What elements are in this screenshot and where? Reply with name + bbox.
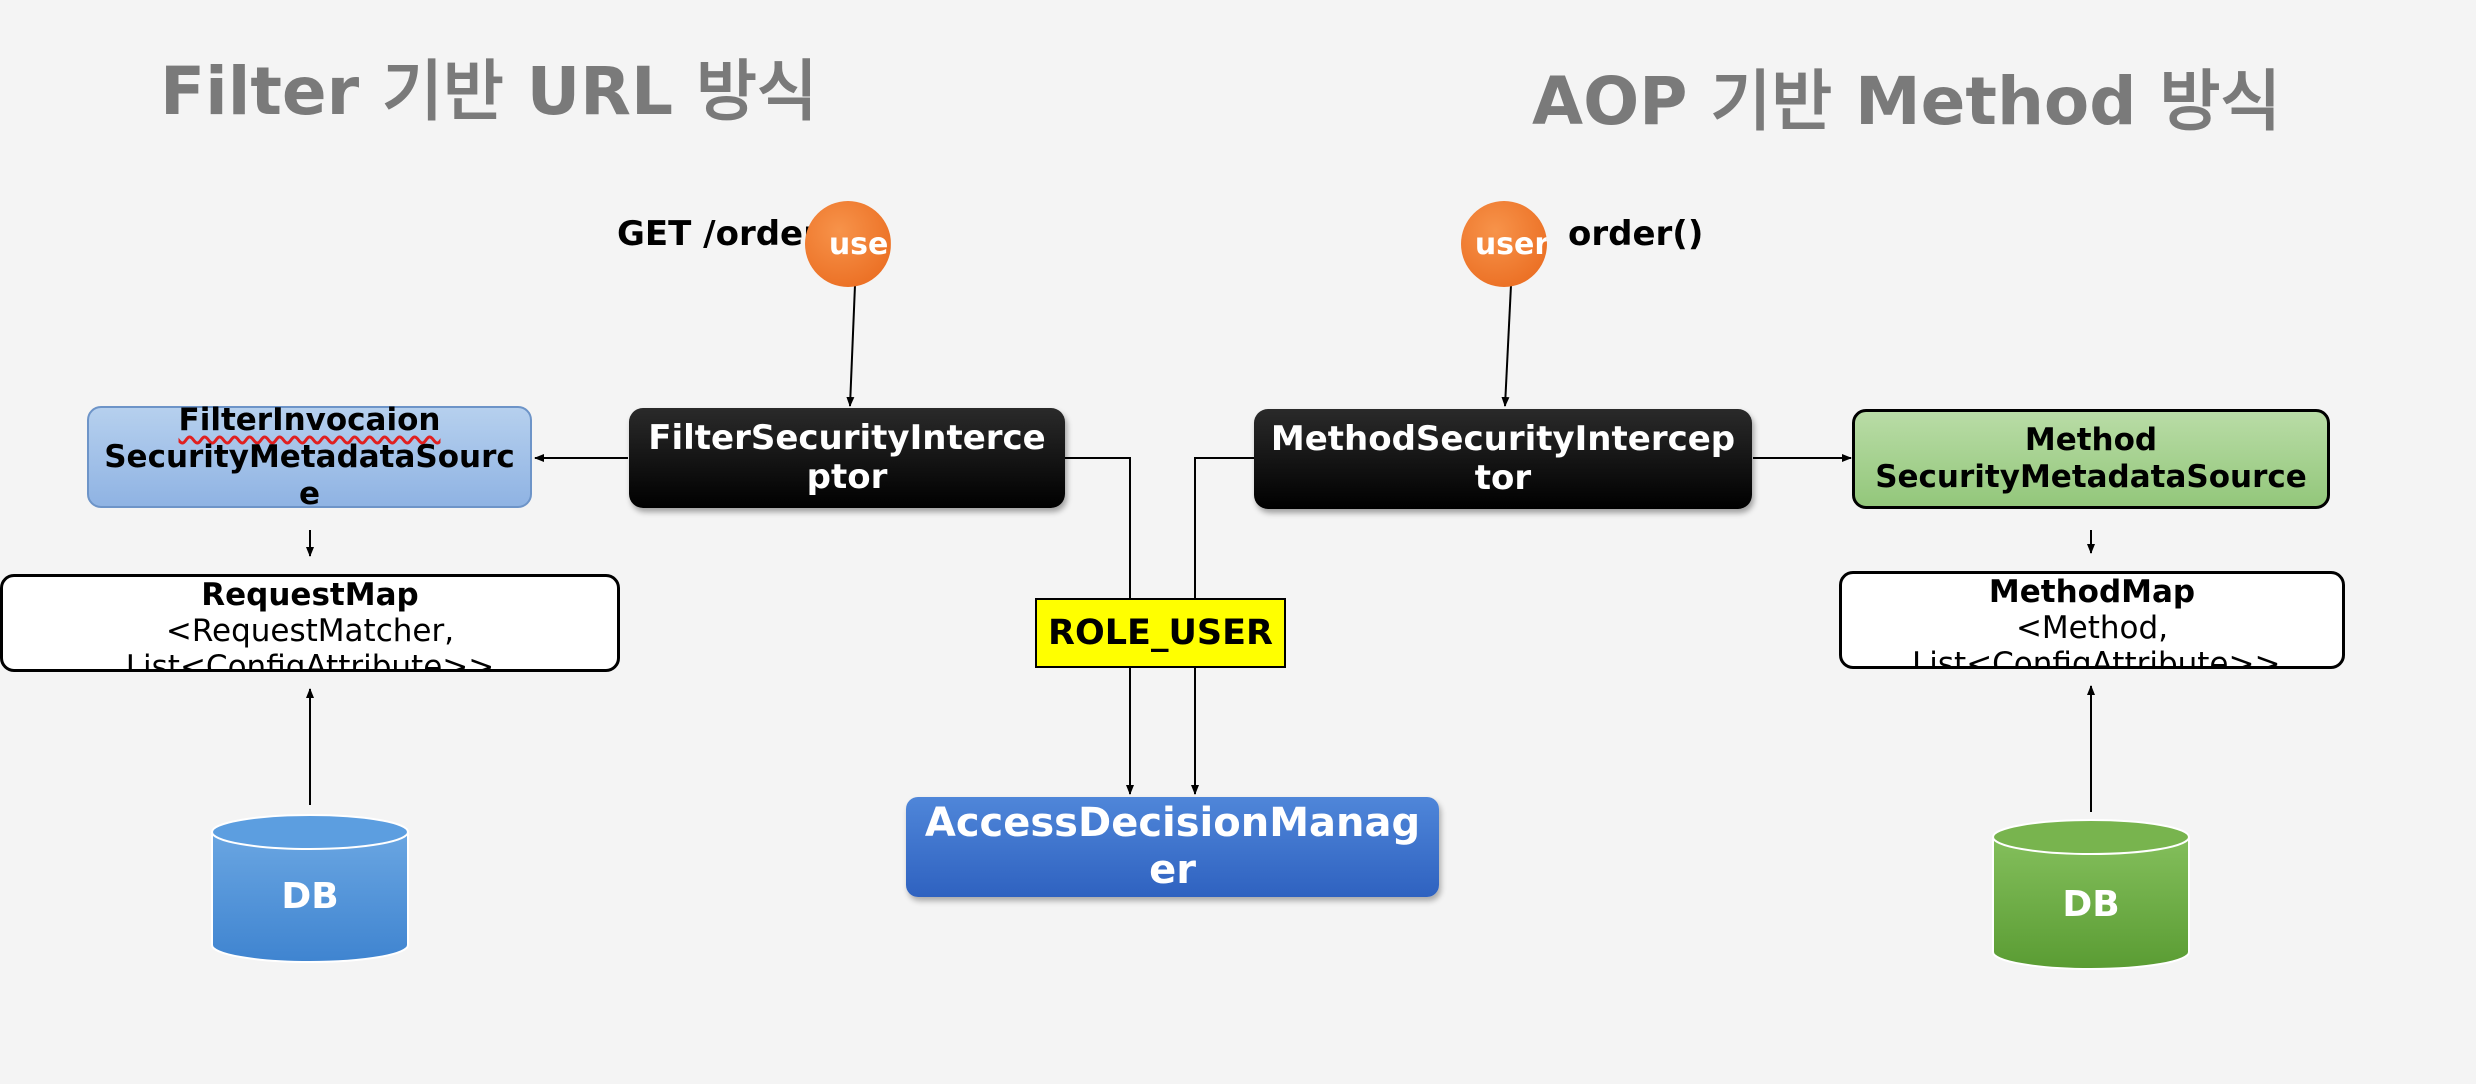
request-map: RequestMap <RequestMatcher, List<ConfigA… [0, 574, 620, 672]
arrow-user-to-filter-interceptor [846, 284, 856, 407]
user-icon-left: user [805, 201, 891, 287]
filter-security-interceptor: FilterSecurityInterceptor [629, 408, 1065, 508]
user-label-left: user [828, 226, 891, 262]
filter-metadata-line2: SecurityMetadataSource [104, 438, 515, 512]
arrow-filter-interceptor-to-adm [1064, 457, 1134, 795]
user-icon-right: user [1461, 201, 1547, 287]
title-aop-method: AOP 기반 Method 방식 [1532, 63, 2281, 140]
db-cylinder-right [1992, 819, 2190, 970]
call-label-order: order() [1568, 214, 1704, 254]
request-map-title: RequestMap [201, 577, 419, 613]
request-map-body: <RequestMatcher, List<ConfigAttribute>> [125, 613, 495, 672]
role-user-badge: ROLE_USER [1035, 598, 1286, 668]
filter-invocation-metadata-source: FilterInvocaion SecurityMetadataSource [87, 402, 532, 512]
access-decision-manager: AccessDecisionManager [906, 797, 1439, 897]
db-label-right: DB [2062, 883, 2120, 925]
method-metadata-line2: SecurityMetadataSource [1875, 459, 2307, 495]
user-label-right: user [1474, 226, 1547, 262]
title-filter-url: Filter 기반 URL 방식 [160, 53, 818, 130]
method-security-metadata-source: Method SecurityMetadataSource [1852, 409, 2330, 509]
db-label-left: DB [281, 875, 339, 917]
request-label-get-order: GET /order [617, 214, 820, 254]
arrow-user-to-method-interceptor [1501, 284, 1512, 407]
method-metadata-line1: Method [2024, 422, 2158, 458]
method-map-title: MethodMap [1988, 574, 2196, 610]
filter-metadata-line1: FilterInvocaion [178, 401, 441, 438]
method-map-body: <Method, List<ConfigAttribute>> [1912, 610, 2281, 669]
arrow-method-interceptor-to-adm [1191, 457, 1254, 795]
method-map: MethodMap <Method, List<ConfigAttribute>… [1839, 571, 2345, 669]
method-security-interceptor: MethodSecurityInterceptor [1254, 409, 1752, 509]
db-cylinder-left [211, 814, 409, 963]
